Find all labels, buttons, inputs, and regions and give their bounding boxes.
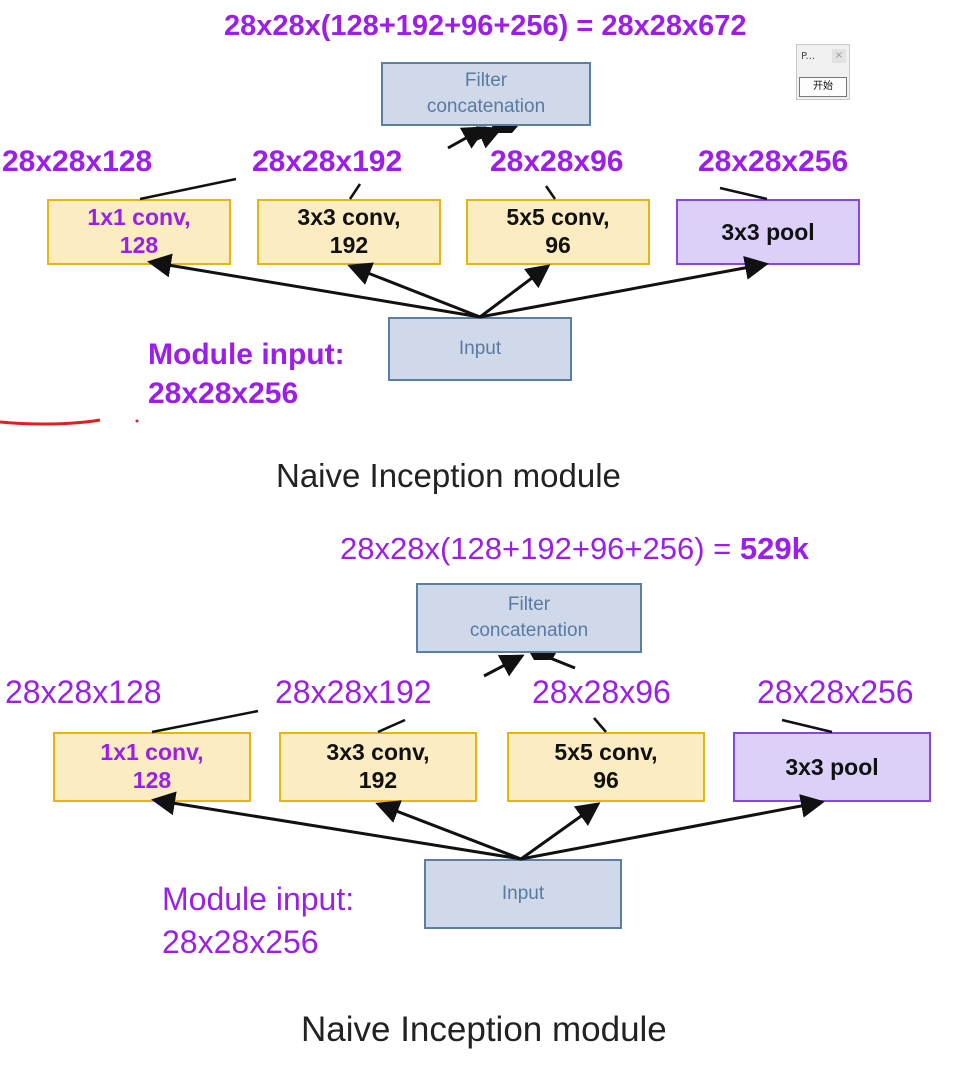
bottom-formula-prefix: 28x28x(128+192+96+256) =: [340, 531, 740, 566]
top-formula: 28x28x(128+192+96+256) = 28x28x672: [224, 10, 747, 42]
bottom-dim-pool: 28x28x256: [757, 674, 914, 710]
bottom-conv-5x5-box: 5x5 conv, 96: [507, 732, 705, 802]
bottom-conv-3x3-box: 3x3 conv, 192: [279, 732, 477, 802]
top-arrow-to-pool: [479, 256, 769, 319]
top-input-box: Input: [388, 317, 572, 381]
top-dim-pool: 28x28x256: [698, 145, 849, 178]
top-conv-1x1-line1: 1x1 conv,: [87, 204, 191, 231]
top-filter-concatenation-box: Filter concatenation: [381, 62, 591, 126]
bottom-concat-line2: concatenation: [469, 620, 589, 641]
popup-start-button[interactable]: 开始: [799, 77, 847, 97]
top-module-input-line1: Module input:: [148, 338, 345, 371]
top-conv-5x5-line1: 5x5 conv,: [506, 204, 610, 231]
bottom-link-5x5: [593, 717, 607, 733]
mini-popup-window: P... × 开始: [796, 44, 850, 100]
top-dim-5x5: 28x28x96: [490, 145, 624, 178]
top-pool-3x3-box: 3x3 pool: [676, 199, 860, 265]
bottom-arrow-to-pool: [520, 794, 825, 861]
bottom-arrow-to-3x3: [375, 800, 522, 861]
top-conv-5x5-line2: 96: [545, 232, 571, 258]
top-link-pool: [719, 186, 768, 201]
bottom-formula: 28x28x(128+192+96+256) = 529k: [340, 533, 809, 564]
bottom-filter-concatenation-box: Filter concatenation: [416, 583, 642, 653]
top-conv-3x3-line2: 192: [329, 232, 369, 258]
bottom-conv-1x1-box: 1x1 conv, 128: [53, 732, 251, 802]
top-dim-1x1: 28x28x128: [2, 145, 153, 178]
bottom-conv-3x3-line1: 3x3 conv,: [326, 739, 430, 766]
top-arrow-to-5x5: [479, 264, 551, 319]
bottom-conv-5x5-line2: 96: [593, 767, 619, 793]
bottom-arrow-to-1x1: [151, 791, 522, 861]
bottom-pool-label: 3x3 pool: [785, 753, 879, 780]
bottom-link-1x1: [151, 709, 259, 734]
top-link-3x3: [348, 183, 362, 200]
bottom-dim-1x1: 28x28x128: [5, 674, 162, 710]
top-concat-joiner: [492, 126, 518, 133]
top-input-label: Input: [458, 338, 502, 360]
bottom-formula-result: 529k: [739, 531, 809, 566]
top-diagram-title: Naive Inception module: [276, 457, 621, 494]
bottom-dim-5x5: 28x28x96: [532, 674, 671, 710]
bottom-link-3x3: [377, 718, 406, 734]
top-link-5x5: [544, 185, 557, 200]
bottom-conv-1x1-line1: 1x1 conv,: [100, 739, 204, 766]
top-conv-3x3-line1: 3x3 conv,: [297, 204, 401, 231]
bottom-arrow-to-5x5: [520, 802, 601, 861]
bottom-conv-5x5-line1: 5x5 conv,: [554, 739, 658, 766]
top-concat-line2: concatenation: [426, 96, 546, 117]
red-pen-mark: [0, 418, 101, 426]
top-conv-1x1-box: 1x1 conv, 128: [47, 199, 231, 265]
top-arrow-to-1x1: [147, 253, 481, 319]
top-concat-line1: Filter: [464, 70, 508, 92]
top-pool-label: 3x3 pool: [721, 218, 815, 245]
bottom-concat-line1: Filter: [507, 594, 551, 616]
bottom-input-label: Input: [501, 883, 545, 905]
top-module-input-line2: 28x28x256: [148, 377, 299, 410]
bottom-link-pool: [781, 718, 833, 734]
top-arrow-to-3x3: [347, 262, 481, 319]
bottom-concat-joiner: [530, 653, 556, 660]
top-link-1x1: [139, 177, 237, 201]
bottom-arrow-to-concat-a: [483, 654, 525, 678]
top-dim-3x3: 28x28x192: [252, 145, 403, 178]
bottom-conv-1x1-line2: 128: [132, 767, 172, 793]
bottom-dim-3x3: 28x28x192: [275, 674, 432, 710]
popup-title: P...: [801, 51, 816, 62]
bottom-conv-3x3-line2: 192: [358, 767, 398, 793]
red-pen-dot: [135, 419, 139, 423]
top-conv-5x5-box: 5x5 conv, 96: [466, 199, 650, 265]
bottom-diagram-title: Naive Inception module: [301, 1010, 667, 1049]
popup-close-button[interactable]: ×: [832, 49, 846, 63]
top-conv-3x3-box: 3x3 conv, 192: [257, 199, 441, 265]
bottom-module-input-line2: 28x28x256: [162, 924, 319, 960]
bottom-pool-3x3-box: 3x3 pool: [733, 732, 931, 802]
bottom-module-input-line1: Module input:: [162, 881, 355, 917]
